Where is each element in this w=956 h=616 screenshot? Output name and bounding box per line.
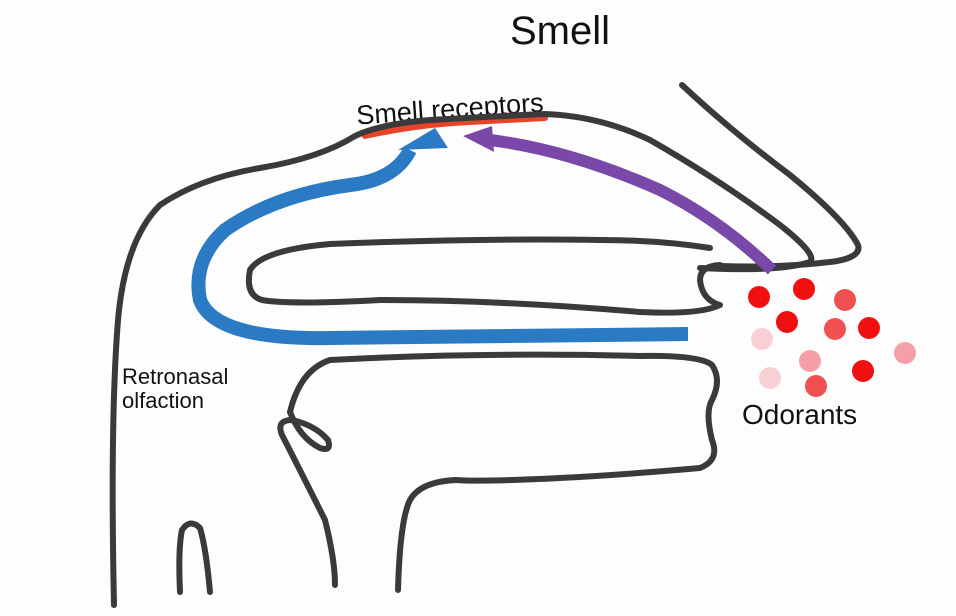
odorant-dot	[805, 375, 827, 397]
nasal-roof-outline	[109, 111, 815, 608]
odorant-dot	[776, 311, 798, 333]
odorants-label: Odorants	[742, 399, 857, 430]
odorant-dot	[852, 360, 874, 382]
odorant-dot	[748, 286, 770, 308]
odorant-dot	[858, 317, 880, 339]
receptor-layer	[362, 115, 548, 139]
retronasal-path	[191, 146, 689, 346]
retronasal-label-line1: Retronasal	[122, 364, 228, 389]
tongue-outline	[287, 351, 720, 593]
nose-outline	[679, 82, 862, 270]
retronasal-label-line2: olfaction	[122, 388, 204, 413]
esophagus-outline	[176, 520, 213, 595]
odorant-dot	[894, 342, 916, 364]
epiglottis-outline	[277, 409, 338, 588]
retronasal-arrowhead	[398, 128, 448, 150]
odorant-dot	[751, 328, 773, 350]
odorant-dot	[793, 278, 815, 300]
turbinate-outline	[245, 236, 723, 316]
odorant-dot	[824, 318, 846, 340]
odorant-dot	[799, 350, 821, 372]
odorant-dot	[759, 367, 781, 389]
odorant-particles	[748, 278, 916, 397]
orthonasal-arrowhead	[463, 126, 494, 152]
odorant-dot	[834, 289, 856, 311]
diagram-title: Smell	[510, 9, 610, 53]
orthonasal-path	[489, 134, 777, 275]
